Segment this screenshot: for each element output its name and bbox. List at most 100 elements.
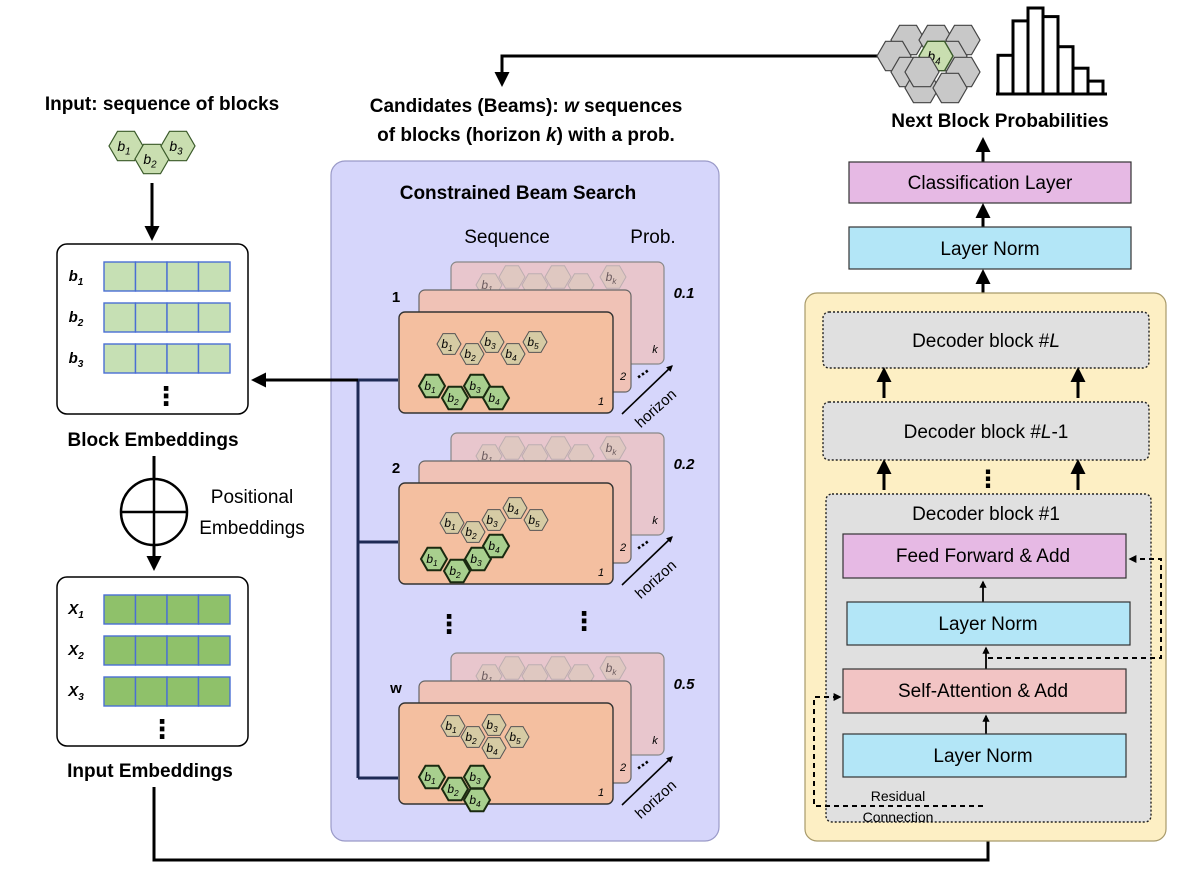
layer2-block-label: b3 xyxy=(484,335,496,351)
input-block-2-label: b2 xyxy=(143,151,157,171)
layer2-block-label: b2 xyxy=(465,525,477,541)
input-block-2: b2 xyxy=(134,143,170,175)
layer1-block: b4 xyxy=(462,787,492,813)
layer2-block-label: b5 xyxy=(527,335,539,351)
input-block-3-label: b3 xyxy=(169,138,183,158)
beam-search-title: Constrained Beam Search xyxy=(400,183,637,204)
input-title: Input: sequence of blocks xyxy=(45,94,279,115)
layer-label-k: k xyxy=(652,344,658,356)
residual-label-2: Connection xyxy=(863,809,934,825)
layer2-block: b2 xyxy=(460,726,486,748)
feed-forward-layer xyxy=(842,533,1127,579)
histogram-bar xyxy=(996,53,1015,96)
output-caption: Next Block Probabilities xyxy=(891,111,1109,132)
layer-label-k: k xyxy=(652,735,658,747)
layer-norm-mid xyxy=(846,601,1131,646)
block-embed-row: b3 xyxy=(69,343,231,374)
input-embed-row-label: X2 xyxy=(67,642,84,662)
input-embed-row-label: X3 xyxy=(67,683,84,703)
layer2-block-label: b3 xyxy=(486,718,498,734)
input-embed-row-label: X1 xyxy=(67,601,84,621)
transformer-panel: Decoder block #L Decoder block #L-1 ⋮ De… xyxy=(804,292,1167,842)
layer1-block: b2 xyxy=(442,558,472,584)
block-embed-cell xyxy=(103,343,137,374)
block-embed-cell xyxy=(103,261,137,292)
block-embeddings-caption: Block Embeddings xyxy=(67,430,238,451)
layer1-block: b1 xyxy=(417,373,447,399)
block-embed-cell xyxy=(166,261,200,292)
decoder-block-L-label: Decoder block #L xyxy=(912,331,1060,352)
input-embed-cell xyxy=(103,635,137,666)
layer2-block: b5 xyxy=(522,331,548,353)
beam-prob: 0.1 xyxy=(674,285,695,302)
ghost-block-label: b1 xyxy=(481,669,492,685)
col-sequence: Sequence xyxy=(464,227,550,248)
layer1-block-label: b4 xyxy=(488,539,500,555)
layer2-block: b3 xyxy=(481,509,507,531)
ghost-block xyxy=(544,265,572,289)
layer-norm-mid-label: Layer Norm xyxy=(938,614,1037,635)
residual-connection-lower xyxy=(813,693,983,807)
input-embeddings-caption: Input Embeddings xyxy=(67,761,233,782)
histogram-bar xyxy=(1071,66,1090,96)
layer2-block-label: b1 xyxy=(444,516,455,532)
input-embed-cell xyxy=(166,635,200,666)
layer2-block-label: b1 xyxy=(441,337,452,353)
block-embed-row-label: b2 xyxy=(69,309,84,329)
input-embed-dots: ⋮ xyxy=(149,714,175,744)
block-embed-cell xyxy=(197,261,231,292)
ghost-block: bk xyxy=(599,265,627,289)
ghost-block xyxy=(498,436,526,460)
layer2-block: b3 xyxy=(479,331,505,353)
layer2-block-label: b2 xyxy=(464,347,476,363)
ghost-block-label: b1 xyxy=(481,278,492,294)
decoder-block-1-label: Decoder block #1 xyxy=(912,504,1060,525)
layer1-block: b2 xyxy=(440,385,470,411)
block-embed-cell xyxy=(134,302,168,333)
layer1-block-label: b3 xyxy=(470,552,482,568)
input-embed-row: X2 xyxy=(67,635,231,666)
layer2-block: b3 xyxy=(481,714,507,736)
beam-id: 1 xyxy=(392,289,400,306)
input-block-1: b1 xyxy=(108,130,144,162)
layer2-block-label: b4 xyxy=(505,347,517,363)
layer1-block-label: b4 xyxy=(488,391,500,407)
layer-label-2: 2 xyxy=(619,371,626,383)
layer-label-1: 1 xyxy=(598,787,604,799)
ghost-block: bk xyxy=(599,436,627,460)
horizon-arrow xyxy=(621,365,673,415)
layer2-block-label: b5 xyxy=(528,513,540,529)
block-embed-row-label: b3 xyxy=(69,350,84,370)
candidates-header: Candidates (Beams): w sequences of block… xyxy=(370,96,683,146)
layer1-block: b2 xyxy=(440,776,470,802)
ghost-block: bk xyxy=(599,656,627,680)
input-embed-cell xyxy=(134,635,168,666)
layer2-block: b2 xyxy=(460,521,486,543)
histogram-bar xyxy=(1011,19,1030,96)
col-prob: Prob. xyxy=(630,227,675,248)
block-embed-cell xyxy=(103,302,137,333)
input-embed-cell xyxy=(166,594,200,625)
layer2-block: b1 xyxy=(440,715,466,737)
layer2-block: b5 xyxy=(523,509,549,531)
layer2-block: b2 xyxy=(459,343,485,365)
ghost-block xyxy=(544,656,572,680)
layer1-block-label: b2 xyxy=(449,564,461,580)
beam-search-panel: Constrained Beam Search Sequence Prob. 1… xyxy=(330,160,720,842)
input-embed-cell xyxy=(103,594,137,625)
beam-id: 2 xyxy=(392,460,400,477)
output-section: b4 Next Block Probabilities xyxy=(876,6,1109,132)
output-gray-block xyxy=(932,72,968,104)
classification-layer xyxy=(848,161,1132,204)
layer1-block-label: b1 xyxy=(426,552,437,568)
layer1-block: b4 xyxy=(481,385,511,411)
layer-norm-bottom xyxy=(842,733,1127,778)
